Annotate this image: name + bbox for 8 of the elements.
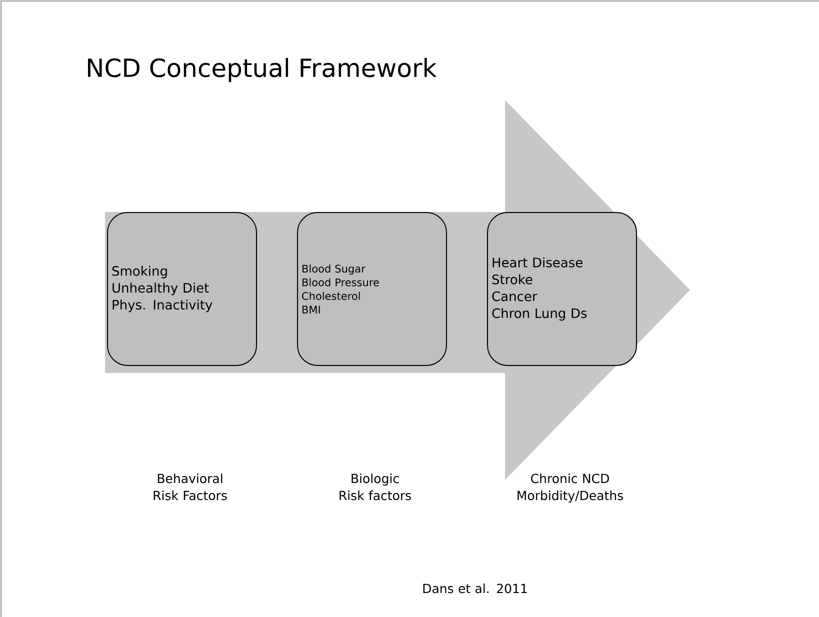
rounded-box: Smoking Unhealthy Diet Phys. Inactivity	[107, 212, 257, 366]
caption-text: Biologic Risk factors	[340, 474, 411, 500]
caption-text: Chronic NCD Morbidity/Deaths	[518, 474, 623, 503]
rounded-box: Heart Disease Stroke Cancer Chron Lung Ds	[487, 212, 637, 366]
caption-text: Behavioral Risk Factors	[154, 474, 227, 500]
title: NCD Conceptual Framework	[88, 58, 437, 82]
citation: Dans et al. 2011	[423, 584, 527, 594]
rounded-box: Blood Sugar Blood Pressure Cholesterol BMI	[297, 212, 447, 366]
